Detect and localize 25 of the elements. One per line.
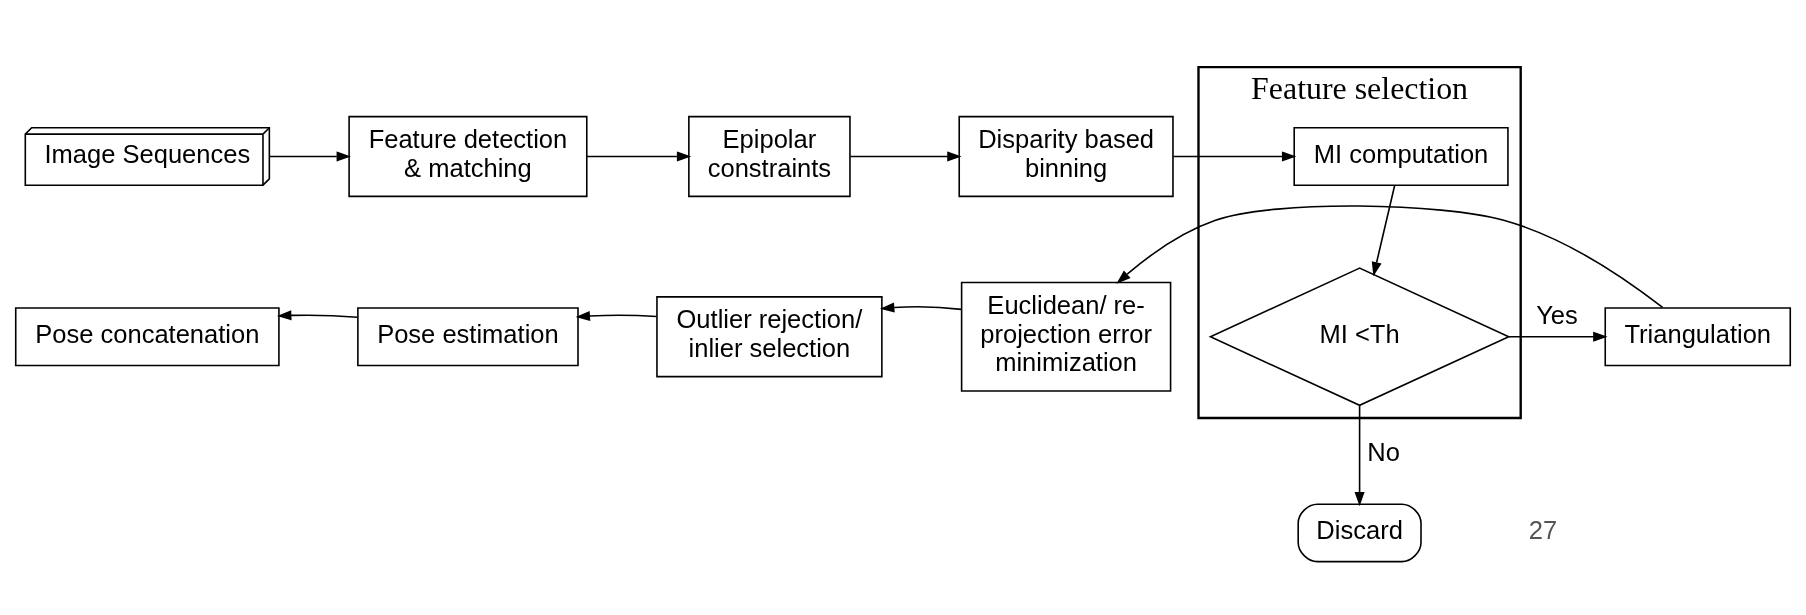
node-box: Epipolar constraints — [688, 115, 851, 197]
node-box: MI computation — [1293, 126, 1509, 186]
arrow — [586, 150, 692, 161]
node-box: Disparity based binning — [958, 115, 1174, 197]
label: 27 — [1528, 515, 1558, 544]
arrow — [1172, 150, 1297, 161]
arrow — [1508, 331, 1608, 342]
arrow — [849, 150, 962, 161]
arrow — [1116, 204, 1664, 308]
arrow — [1371, 184, 1396, 276]
arrow — [268, 150, 351, 161]
node-box: Triangulation — [1604, 306, 1792, 366]
node-diamond: MI <Th — [1208, 266, 1511, 406]
arrow — [575, 310, 658, 321]
edge-label: No — [1367, 437, 1400, 466]
node-box: Discard — [1297, 502, 1422, 562]
arrow — [277, 309, 359, 320]
node-box: Euclidean/ re-projection error minimization — [960, 281, 1172, 392]
arrow — [880, 302, 963, 313]
node-box: Pose estimation — [357, 306, 579, 366]
arrow — [1354, 404, 1365, 506]
edge-label: Yes — [1536, 300, 1578, 329]
node-box: Pose concatenation — [14, 306, 280, 366]
node-box: Outlier rejection/ inlier selection — [656, 295, 883, 377]
node-box: Feature detection & matching — [348, 115, 588, 197]
